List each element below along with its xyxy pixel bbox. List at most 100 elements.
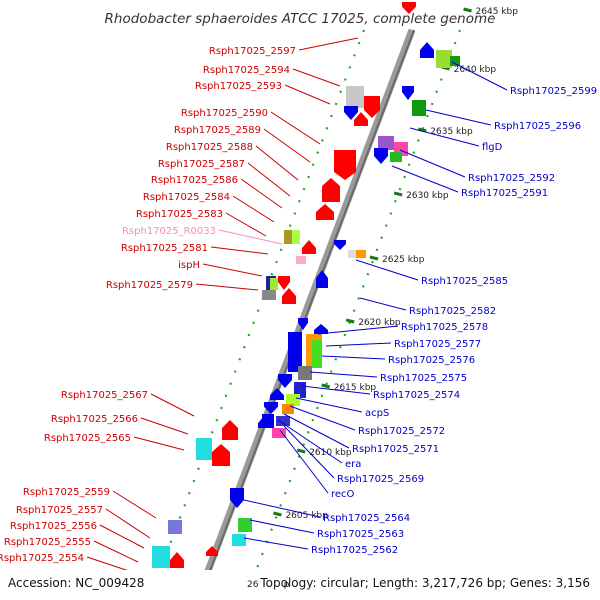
gene-2591 <box>374 148 388 164</box>
label-era: era <box>345 459 361 470</box>
label-Rsph17025_2582: Rsph17025_2582 <box>409 306 496 317</box>
label-Rsph17025_2599: Rsph17025_2599 <box>510 86 597 97</box>
scale-tick-kbp-2630 <box>393 191 403 197</box>
gene-2592-a <box>378 136 394 150</box>
leader-Rsph17025_2582 <box>359 297 407 311</box>
gene-2581 <box>302 240 316 254</box>
gene-R0033 <box>296 256 306 264</box>
leader-Rsph17025_2592 <box>399 149 466 178</box>
gene-2569 <box>276 416 290 426</box>
label-Rsph17025_2590: Rsph17025_2590 <box>181 108 268 119</box>
scale-label-kbp-2605: 2605 kbp <box>285 511 328 521</box>
gene-2566 <box>196 438 212 460</box>
label-recO: recO <box>331 489 355 500</box>
gene-2576-b <box>312 340 322 368</box>
label-Rsph17025_2565: Rsph17025_2565 <box>44 433 131 444</box>
gene-2564 <box>230 488 244 508</box>
leader-Rsph17025_2559 <box>112 490 157 519</box>
left-dotted-guide <box>147 29 366 600</box>
gene-2567 <box>222 420 238 440</box>
gene-2584 <box>316 204 334 220</box>
leader-Rsph17025_2596 <box>425 109 492 126</box>
gene-2599-c <box>450 56 460 66</box>
footer-mask <box>258 574 284 592</box>
gene-2597 <box>402 2 416 14</box>
gene-2571-a <box>264 402 278 414</box>
scale-label-kbp-2640: 2640 kbp <box>454 65 497 75</box>
right-dotted-guide <box>243 29 462 600</box>
scale-label-kbp-2610: 2610 kbp <box>309 448 352 458</box>
gene-2585-c <box>356 250 366 258</box>
leader-Rsph17025_2590 <box>270 111 321 145</box>
gene-2565 <box>212 444 230 466</box>
leader-Rsph17025_2581 <box>210 246 269 255</box>
gene-2579-a <box>262 290 276 300</box>
scale-tick-kbp-2635 <box>417 127 427 133</box>
gene-2582 <box>316 270 328 288</box>
gene-2589 <box>334 150 356 180</box>
leader-Rsph17025_2565 <box>133 436 185 451</box>
label-Rsph17025_2597: Rsph17025_2597 <box>209 46 296 57</box>
map-title: Rhodobacter sphaeroides ATCC 17025, comp… <box>105 11 496 27</box>
leader-recO <box>279 429 329 494</box>
leader-Rsph17025_2554 <box>86 556 133 573</box>
scale-tick-kbp-2615 <box>321 383 331 389</box>
label-flgD: flgD <box>482 142 503 153</box>
label-Rsph17025_2578: Rsph17025_2578 <box>401 322 488 333</box>
leader-Rsph17025_2583 <box>225 212 267 237</box>
label-Rsph17025_2592: Rsph17025_2592 <box>468 173 555 184</box>
gene-2590-b <box>354 112 368 126</box>
gene-2578-b <box>314 324 328 334</box>
leader-Rsph17025_2578 <box>317 325 399 335</box>
gene-acpS <box>270 388 284 400</box>
gene-2585-b <box>348 250 358 258</box>
label-Rsph17025_2574: Rsph17025_2574 <box>373 390 460 401</box>
gene-2571-b <box>282 404 294 414</box>
topology-text: Topology: circular; Length: 3,217,726 bp… <box>259 576 590 590</box>
leader-Rsph17025_2556 <box>99 524 145 549</box>
gene-2596-b <box>412 100 426 116</box>
label-Rsph17025_2567: Rsph17025_2567 <box>61 390 148 401</box>
label-Rsph17025_2596: Rsph17025_2596 <box>494 121 581 132</box>
leader-Rsph17025_2566 <box>140 417 189 435</box>
label-Rsph17025_2589: Rsph17025_2589 <box>174 125 261 136</box>
scale-tick-kbp-2610 <box>296 448 306 454</box>
label-Rsph17025_2566: Rsph17025_2566 <box>51 414 138 425</box>
gene-2599-b <box>436 50 452 68</box>
label-Rsph17025_2562: Rsph17025_2562 <box>311 545 398 556</box>
backbone-outer <box>193 28 416 600</box>
gene-recO <box>272 428 286 438</box>
label-Rsph17025_2569: Rsph17025_2569 <box>337 474 424 485</box>
label-Rsph17025_2591: Rsph17025_2591 <box>461 188 548 199</box>
gene-2578-a <box>298 318 308 330</box>
gene-2559 <box>168 520 182 534</box>
gene-2594 <box>346 86 364 108</box>
leader-Rsph17025_2574 <box>301 385 371 395</box>
gene-2563-b <box>232 534 246 546</box>
leader-Rsph17025_2589 <box>263 128 311 163</box>
leader-Rsph17025_2587 <box>247 162 291 197</box>
gene-2593 <box>364 96 380 118</box>
label-leader-lines <box>86 37 508 573</box>
label-Rsph17025_2575: Rsph17025_2575 <box>380 373 467 384</box>
gene-2563-a <box>238 518 252 532</box>
label-Rsph17025_2588: Rsph17025_2588 <box>166 142 253 153</box>
leader-Rsph17025_2591 <box>391 165 459 193</box>
gene-2599-a <box>420 42 434 58</box>
leader-Rsph17025_2597 <box>298 37 359 51</box>
leader-Rsph17025_2575 <box>309 371 378 378</box>
gene-labels: Rsph17025_2597Rsph17025_2594Rsph17025_25… <box>0 46 597 564</box>
scale-tick-kbp-2605 <box>273 511 282 517</box>
label-Rsph17025_2576: Rsph17025_2576 <box>388 355 475 366</box>
gene-2579-b <box>282 288 296 304</box>
scale-label-kbp-2620: 2620 kbp <box>358 318 401 328</box>
gene-2596-a <box>402 86 414 100</box>
label-Rsph17025_2563: Rsph17025_2563 <box>317 529 404 540</box>
dotted-guide-lines <box>147 29 462 600</box>
label-Rsph17025_2564: Rsph17025_2564 <box>323 513 410 524</box>
leader-Rsph17025_2585 <box>355 259 419 281</box>
leader-Rsph17025_2555 <box>93 540 139 563</box>
scale-label-kbp-2630: 2630 kbp <box>406 191 449 201</box>
gene-2583-b <box>292 230 300 244</box>
